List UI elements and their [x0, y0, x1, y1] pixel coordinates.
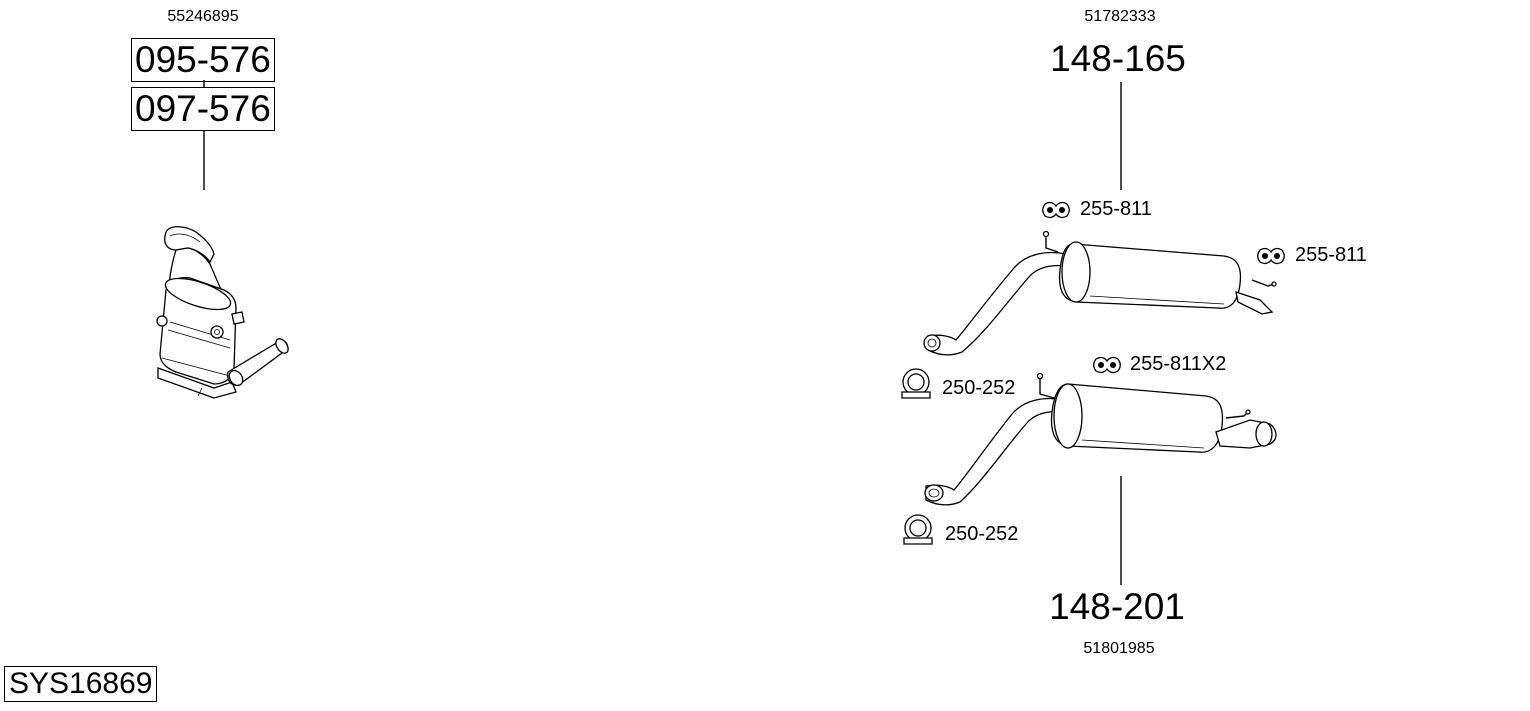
silencer-a-part-number[interactable]: 148-165 — [1050, 38, 1186, 79]
system-code: SYS16869 — [4, 666, 158, 702]
hanger-3-label[interactable]: 255-811X2 — [1130, 353, 1227, 375]
hanger-2-label[interactable]: 255-811 — [1295, 244, 1367, 266]
rubber-hanger-icon — [1257, 247, 1285, 265]
rear-silencer-b-drawing[interactable] — [924, 372, 1277, 506]
rubber-hanger-icon — [1093, 356, 1121, 374]
pipe-clamp-icon — [903, 514, 933, 545]
catalyst-part-number-1[interactable]: 095-576 — [131, 38, 275, 82]
clamp-2-label[interactable]: 250-252 — [945, 523, 1019, 545]
silencer-b-part-number[interactable]: 148-201 — [1049, 586, 1185, 627]
rear-silencer-a-drawing[interactable] — [923, 230, 1277, 356]
pipe-clamp-icon — [901, 368, 931, 399]
silencer-b-oe-number: 51801985 — [1083, 640, 1155, 657]
catalyst-oe-number: 55246895 — [167, 8, 239, 25]
silencer-a-oe-number: 51782333 — [1084, 8, 1156, 25]
clamp-1-label[interactable]: 250-252 — [942, 377, 1016, 399]
hanger-1-label[interactable]: 255-811 — [1080, 198, 1152, 220]
catalytic-converter-drawing[interactable] — [156, 226, 291, 399]
catalyst-part-number-2[interactable]: 097-576 — [131, 87, 275, 131]
rubber-hanger-icon — [1042, 201, 1070, 219]
